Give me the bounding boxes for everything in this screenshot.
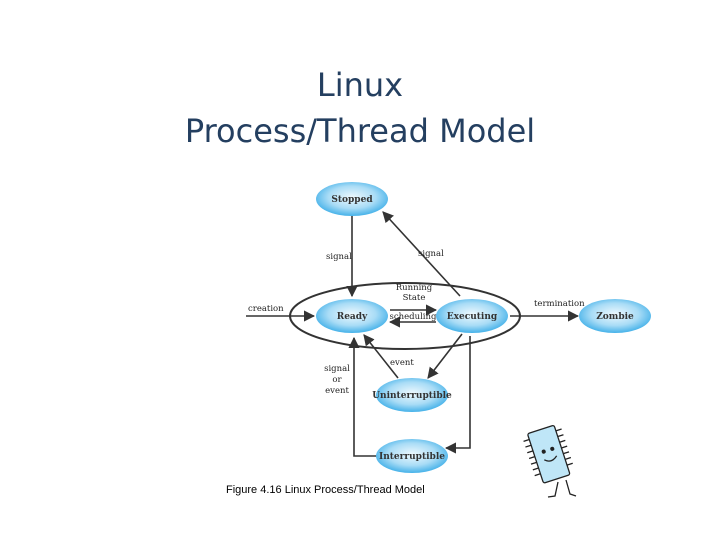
edge-label-signal-left: signal <box>326 252 352 262</box>
edge-label-termination: termination <box>534 299 585 309</box>
slide-title-line2: Process/Thread Model <box>184 112 536 150</box>
running-state-label-line1: Running <box>396 283 433 293</box>
state-interruptible-label: Interruptible <box>379 452 445 462</box>
state-ready-label: Ready <box>337 312 368 322</box>
edges <box>246 211 580 457</box>
state-uninterruptible-label: Uninterruptible <box>372 391 452 401</box>
slide-title: Linux Process/Thread Model <box>0 62 720 154</box>
slide-title-line1: Linux <box>316 66 404 104</box>
running-state-label-line2: State <box>403 293 426 303</box>
figure-caption: Figure 4.16 Linux Process/Thread Model <box>226 484 425 496</box>
state-executing-label: Executing <box>447 312 498 322</box>
edge-label-creation: creation <box>248 304 284 314</box>
edge-label-signal-right: signal <box>418 249 444 259</box>
edge-label-signal-or-event-line2: or <box>332 375 342 385</box>
edge-label-event: event <box>390 358 414 368</box>
state-zombie-label: Zombie <box>596 312 634 322</box>
edge-label-scheduling: scheduling <box>390 312 437 322</box>
state-stopped: Stopped <box>316 182 388 216</box>
state-uninterruptible: Uninterruptible <box>372 378 452 412</box>
edge-signal-or-event <box>348 336 380 457</box>
edge-executing-uninterruptible <box>427 333 463 379</box>
edge-event <box>363 334 399 379</box>
edge-executing-interruptible <box>444 336 471 454</box>
state-executing: Executing <box>436 299 508 333</box>
cartoon-chip-mascot-icon <box>523 425 577 498</box>
edge-label-signal-or-event-line3: event <box>325 386 349 396</box>
state-zombie: Zombie <box>579 299 651 333</box>
state-ready: Ready <box>316 299 388 333</box>
edge-label-signal-or-event-line1: signal <box>324 364 350 374</box>
edge-signal-executing-stopped <box>382 211 461 297</box>
state-stopped-label: Stopped <box>331 195 373 205</box>
state-interruptible: Interruptible <box>376 439 448 473</box>
